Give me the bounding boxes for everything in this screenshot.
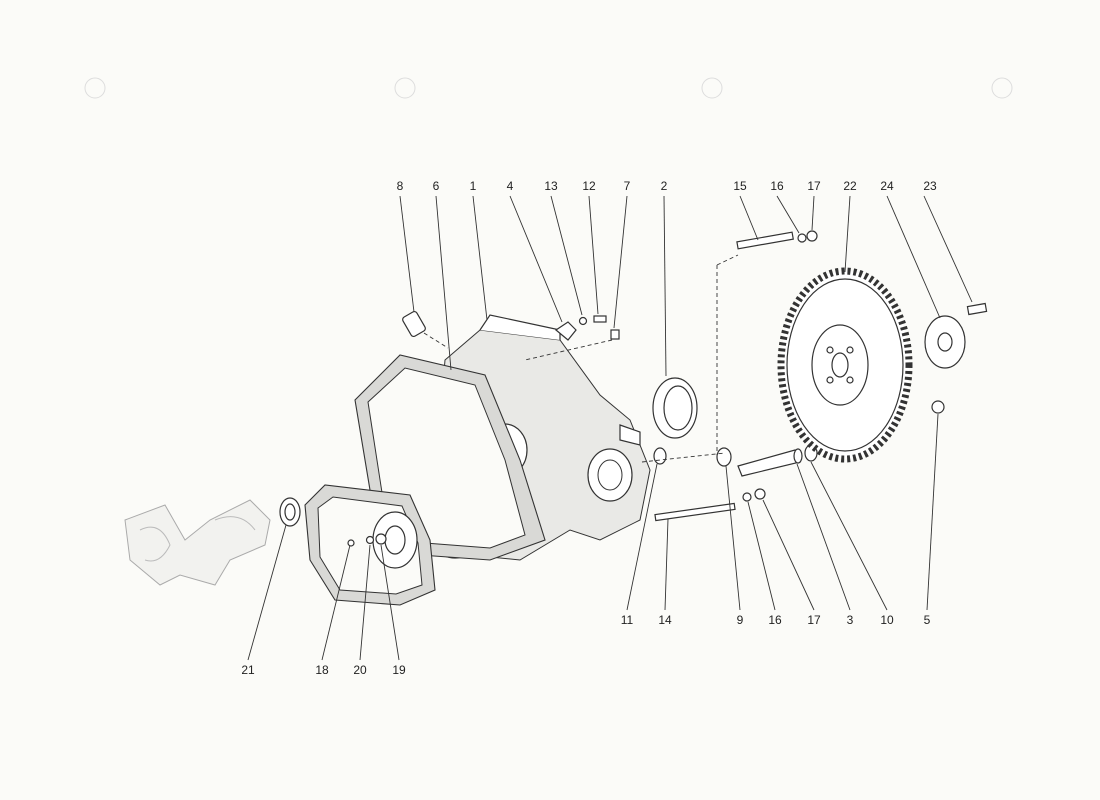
callout-20: 20 [353,663,367,677]
stud-15 [736,231,794,250]
flywheel-ring-gear-22 [777,267,913,463]
plug-8 [402,310,426,338]
callout-23: 23 [923,179,937,193]
callout-18: 18 [315,663,329,677]
callout-11: 11 [621,613,634,627]
crankshaft [124,499,271,586]
callout-16-top: 16 [770,179,784,193]
shaft-3 [737,448,803,477]
callout-12: 12 [582,179,596,193]
nut-17-top [806,230,818,242]
callout-7: 7 [624,179,631,193]
o-ring-11 [653,447,667,465]
callout-21: 21 [241,663,255,677]
callout-1: 1 [470,179,477,193]
callout-3: 3 [847,613,854,627]
bearing-21 [279,497,301,527]
plate-24 [924,315,966,369]
bracket-4 [554,321,577,341]
washer-16-bottom [742,492,752,502]
callout-8: 8 [397,179,404,193]
circlip-9 [716,447,732,467]
binder-holes [84,77,1013,99]
callout-17-top: 17 [807,179,821,193]
callout-2: 2 [661,179,668,193]
callout-10: 10 [880,613,894,627]
callout-5: 5 [924,613,931,627]
callout-17-bottom: 17 [807,613,821,627]
screw-18 [347,539,355,547]
callout-14: 14 [658,613,672,627]
callout-6: 6 [433,179,440,193]
oil-seal-2 [652,377,698,439]
nut-17-bottom [754,488,766,500]
seal-19 [375,533,387,545]
bolt-23 [966,302,988,316]
dowel-7 [610,329,620,340]
dowel-5 [931,400,945,414]
washer-13 [578,316,588,326]
callout-4: 4 [507,179,514,193]
leader-lines [247,195,973,661]
washer-16-top [797,233,807,243]
stud-14 [654,502,736,522]
callout-15: 15 [733,179,747,193]
callout-24: 24 [880,179,894,193]
washer-20 [365,535,375,545]
callout-19: 19 [392,663,406,677]
callout-13: 13 [544,179,558,193]
callout-16-bottom: 16 [768,613,782,627]
callout-22: 22 [843,179,857,193]
callout-labels: 8 6 1 4 13 12 7 2 15 16 17 22 24 23 11 1… [241,179,937,677]
bolt-12 [593,315,607,323]
callout-9: 9 [737,613,744,627]
